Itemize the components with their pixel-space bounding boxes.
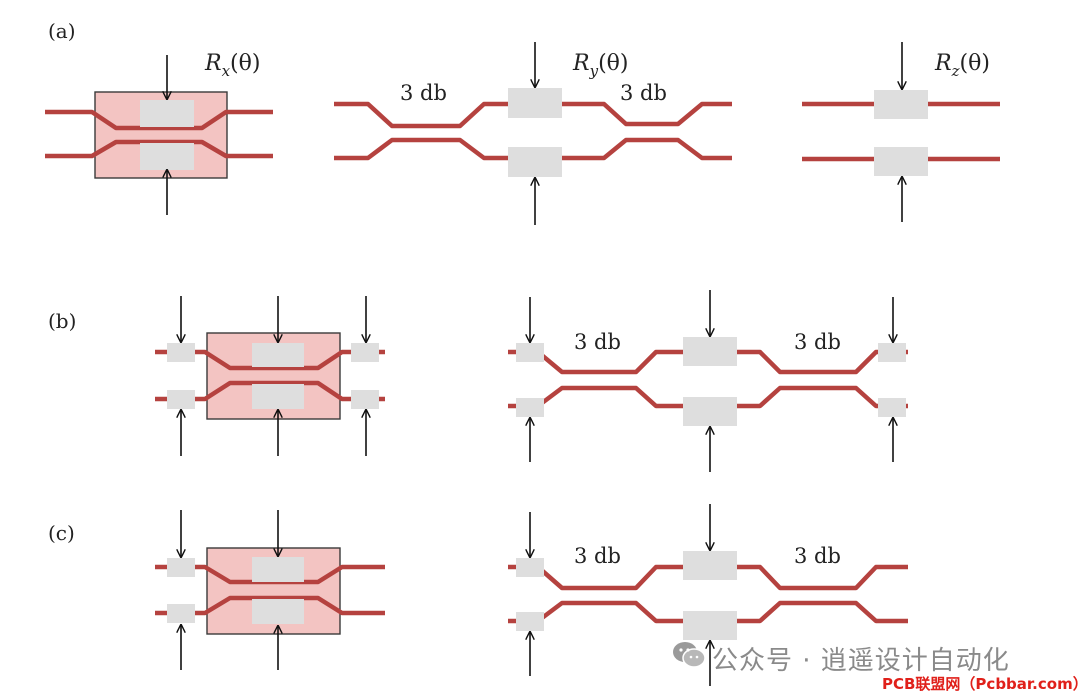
mzi-with-phase-shifters-b: 3 db 3 db xyxy=(508,290,908,472)
waveguide-top xyxy=(155,349,385,371)
heater-pad xyxy=(167,558,195,577)
coupler-label: 3 db xyxy=(574,330,621,354)
heater-pad-top xyxy=(140,100,194,127)
rx-label: Rx(θ) xyxy=(204,51,260,80)
watermark-text: 公众号 · 逍遥设计自动化 xyxy=(712,646,1010,676)
rz-label: Rz(θ) xyxy=(934,51,990,80)
heater-pad xyxy=(252,599,304,624)
heater-pad xyxy=(351,390,379,409)
panel-label-c: (c) xyxy=(48,521,75,545)
heater-pad xyxy=(683,611,737,640)
heater-pad xyxy=(167,604,195,623)
heater-pad xyxy=(252,343,304,367)
wechat-icon xyxy=(673,642,706,668)
coupler-label: 3 db xyxy=(794,544,841,568)
coupler-label: 3 db xyxy=(400,81,447,105)
waveguide-bottom xyxy=(155,595,385,616)
heater-pad xyxy=(516,398,544,417)
panel-label-a: (a) xyxy=(48,19,76,43)
mzi-with-phase-shifters-c: 3 db 3 db xyxy=(508,504,908,686)
coupler-label: 3 db xyxy=(574,544,621,568)
heater-pad xyxy=(878,398,906,417)
heater-pad-bottom xyxy=(508,147,562,177)
heater-pad-bottom xyxy=(140,143,194,170)
heater-pad xyxy=(878,343,906,362)
source-credit: PCB联盟网（Pcbbar.com） xyxy=(882,675,1080,693)
heater-pad xyxy=(683,337,737,366)
heater-pad xyxy=(167,343,195,362)
heater-pad xyxy=(516,343,544,362)
heater-pad xyxy=(683,397,737,426)
panel-label-b: (b) xyxy=(48,309,76,333)
coupler-with-phase-shifters-c xyxy=(155,510,385,670)
rz-gate: Rz(θ) xyxy=(802,42,1000,222)
waveguide-bottom xyxy=(155,380,385,402)
heater-pad xyxy=(516,558,544,577)
waveguide-top xyxy=(45,109,273,131)
rx-gate: Rx(θ) xyxy=(45,51,273,215)
heater-pad xyxy=(516,612,544,631)
waveguide-bottom xyxy=(45,139,273,159)
heater-pad xyxy=(252,557,304,582)
heater-pad xyxy=(351,343,379,362)
ry-label: Ry(θ) xyxy=(572,51,628,80)
coupler-label: 3 db xyxy=(620,81,667,105)
coupler-label: 3 db xyxy=(794,330,841,354)
heater-pad-top xyxy=(508,88,562,118)
heater-pad xyxy=(167,390,195,409)
heater-pad xyxy=(252,384,304,409)
heater-pad-top xyxy=(874,90,928,119)
coupler-with-phase-shifters-b xyxy=(155,296,385,456)
ry-gate: 3 db 3 db Ry(θ) xyxy=(334,42,732,225)
heater-pad xyxy=(683,551,737,580)
heater-pad-bottom xyxy=(874,147,928,176)
